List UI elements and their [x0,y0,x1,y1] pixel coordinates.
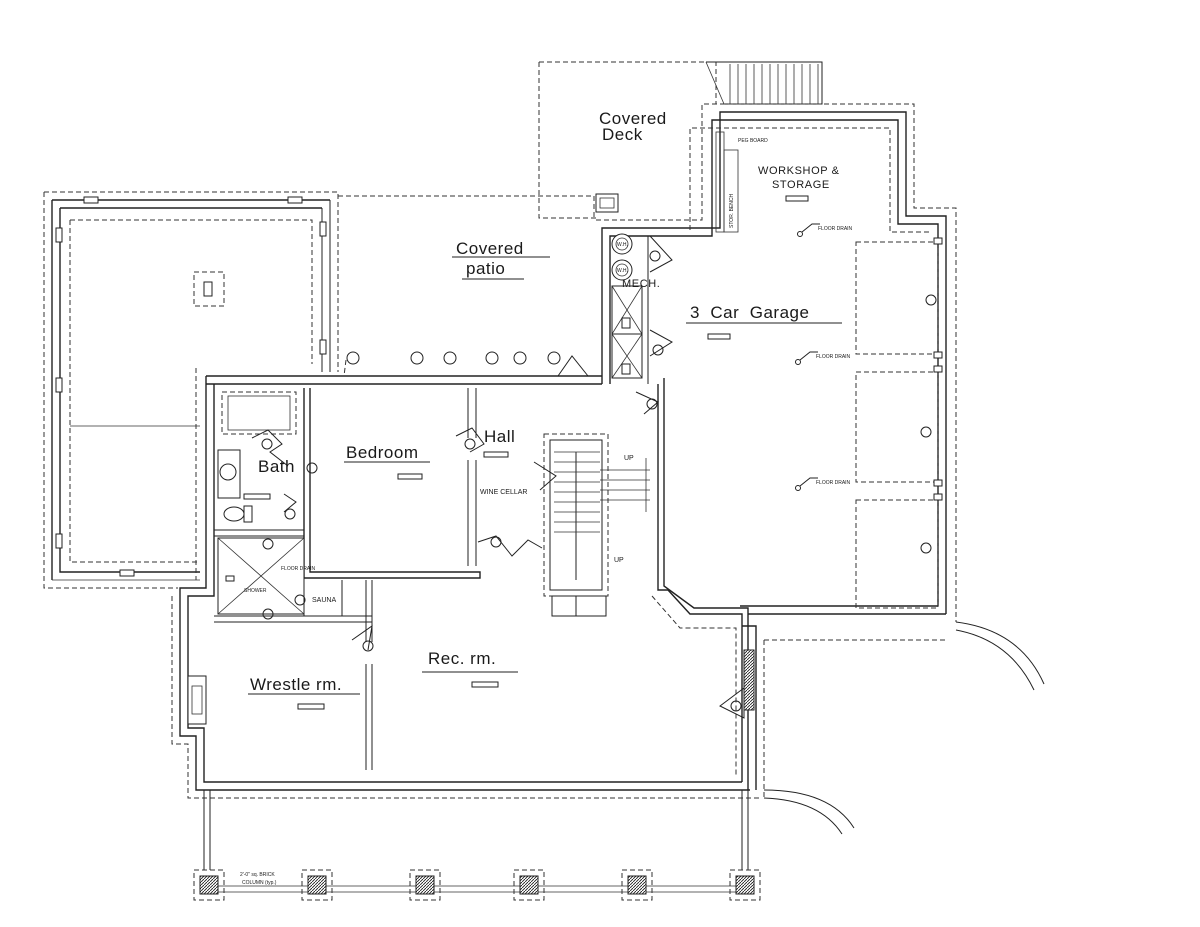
interior-walls [187,388,745,770]
label-covered-deck-2: Deck [602,125,643,144]
label-stor-bench: STOR. BENCH [729,194,735,228]
label-mech: MECH. [622,278,660,290]
label-floor-drain-4: FLOOR DRAIN [281,566,316,572]
label-workshop-2: STORAGE [772,179,830,191]
label-workshop-1: WORKSHOP & [758,165,840,177]
label-covered-patio-2: patio [466,259,505,278]
label-up-1: UP [624,455,634,462]
label-underlines [248,256,842,695]
deck-stairs [705,61,823,105]
mech-room [611,233,649,384]
label-column-note-1: 2'-0" sq. BRICK [240,872,275,878]
covered-deck [538,61,823,219]
label-up-2: UP [614,557,624,564]
label-floor-drain-3: FLOOR DRAIN [816,480,851,486]
brick-columns [193,869,761,901]
label-hall: Hall [484,427,515,446]
label-floor-drain-1: FLOOR DRAIN [818,226,853,232]
label-column-note-2: COLUMN (typ.) [242,880,277,886]
floor-drains [283,223,820,577]
patio-columns [346,351,561,365]
label-peg-board: PEG BOARD [738,138,768,144]
label-wine-cellar: WINE CELLAR [480,489,527,496]
label-wh-2: W.H. [617,268,628,274]
garage [283,131,1045,835]
label-wh-1: W.H. [617,242,628,248]
house-walls [171,103,957,799]
front-porch [193,790,761,901]
label-floor-drain-2: FLOOR DRAIN [816,354,851,360]
label-wrestle-room: Wrestle rm. [250,675,342,694]
covered-patio [338,195,595,377]
label-rec-room: Rec. rm. [428,649,496,668]
label-covered-deck-1: Covered [599,109,667,128]
label-sauna: SAUNA [312,597,336,604]
label-shower: SHOWER [244,588,267,594]
label-garage: 3 Car Garage [690,303,809,322]
left-terrace [43,191,339,589]
label-covered-patio-1: Covered [456,239,524,258]
room-labels: Covered Deck PEG BOARD STOR. BENCH WORKS… [240,109,853,886]
label-bedroom: Bedroom [346,443,418,462]
chimney [595,193,619,213]
label-bath: Bath [258,457,295,476]
stairs [533,433,650,617]
